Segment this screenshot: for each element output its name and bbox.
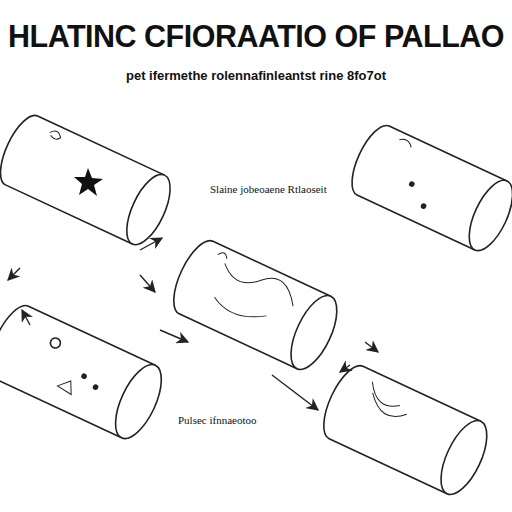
- cylinder: [0, 110, 179, 251]
- cylinder: [0, 299, 171, 445]
- arrow: [8, 238, 378, 410]
- callout-label: Pulsec ifnnaeotoo: [176, 413, 310, 428]
- subtitle: pet ifermethe rolennafinleantst rine 8fo…: [126, 68, 386, 83]
- cylinder: [343, 120, 512, 257]
- cylinder: [165, 235, 347, 376]
- star-symbol: [74, 168, 103, 196]
- cylinder: [315, 360, 497, 501]
- diagram-title: HLATINC CFIORAATIO OF PALLAO: [8, 18, 504, 55]
- callout-label: Slaine jobeoaene Rtlaoseit: [208, 182, 332, 197]
